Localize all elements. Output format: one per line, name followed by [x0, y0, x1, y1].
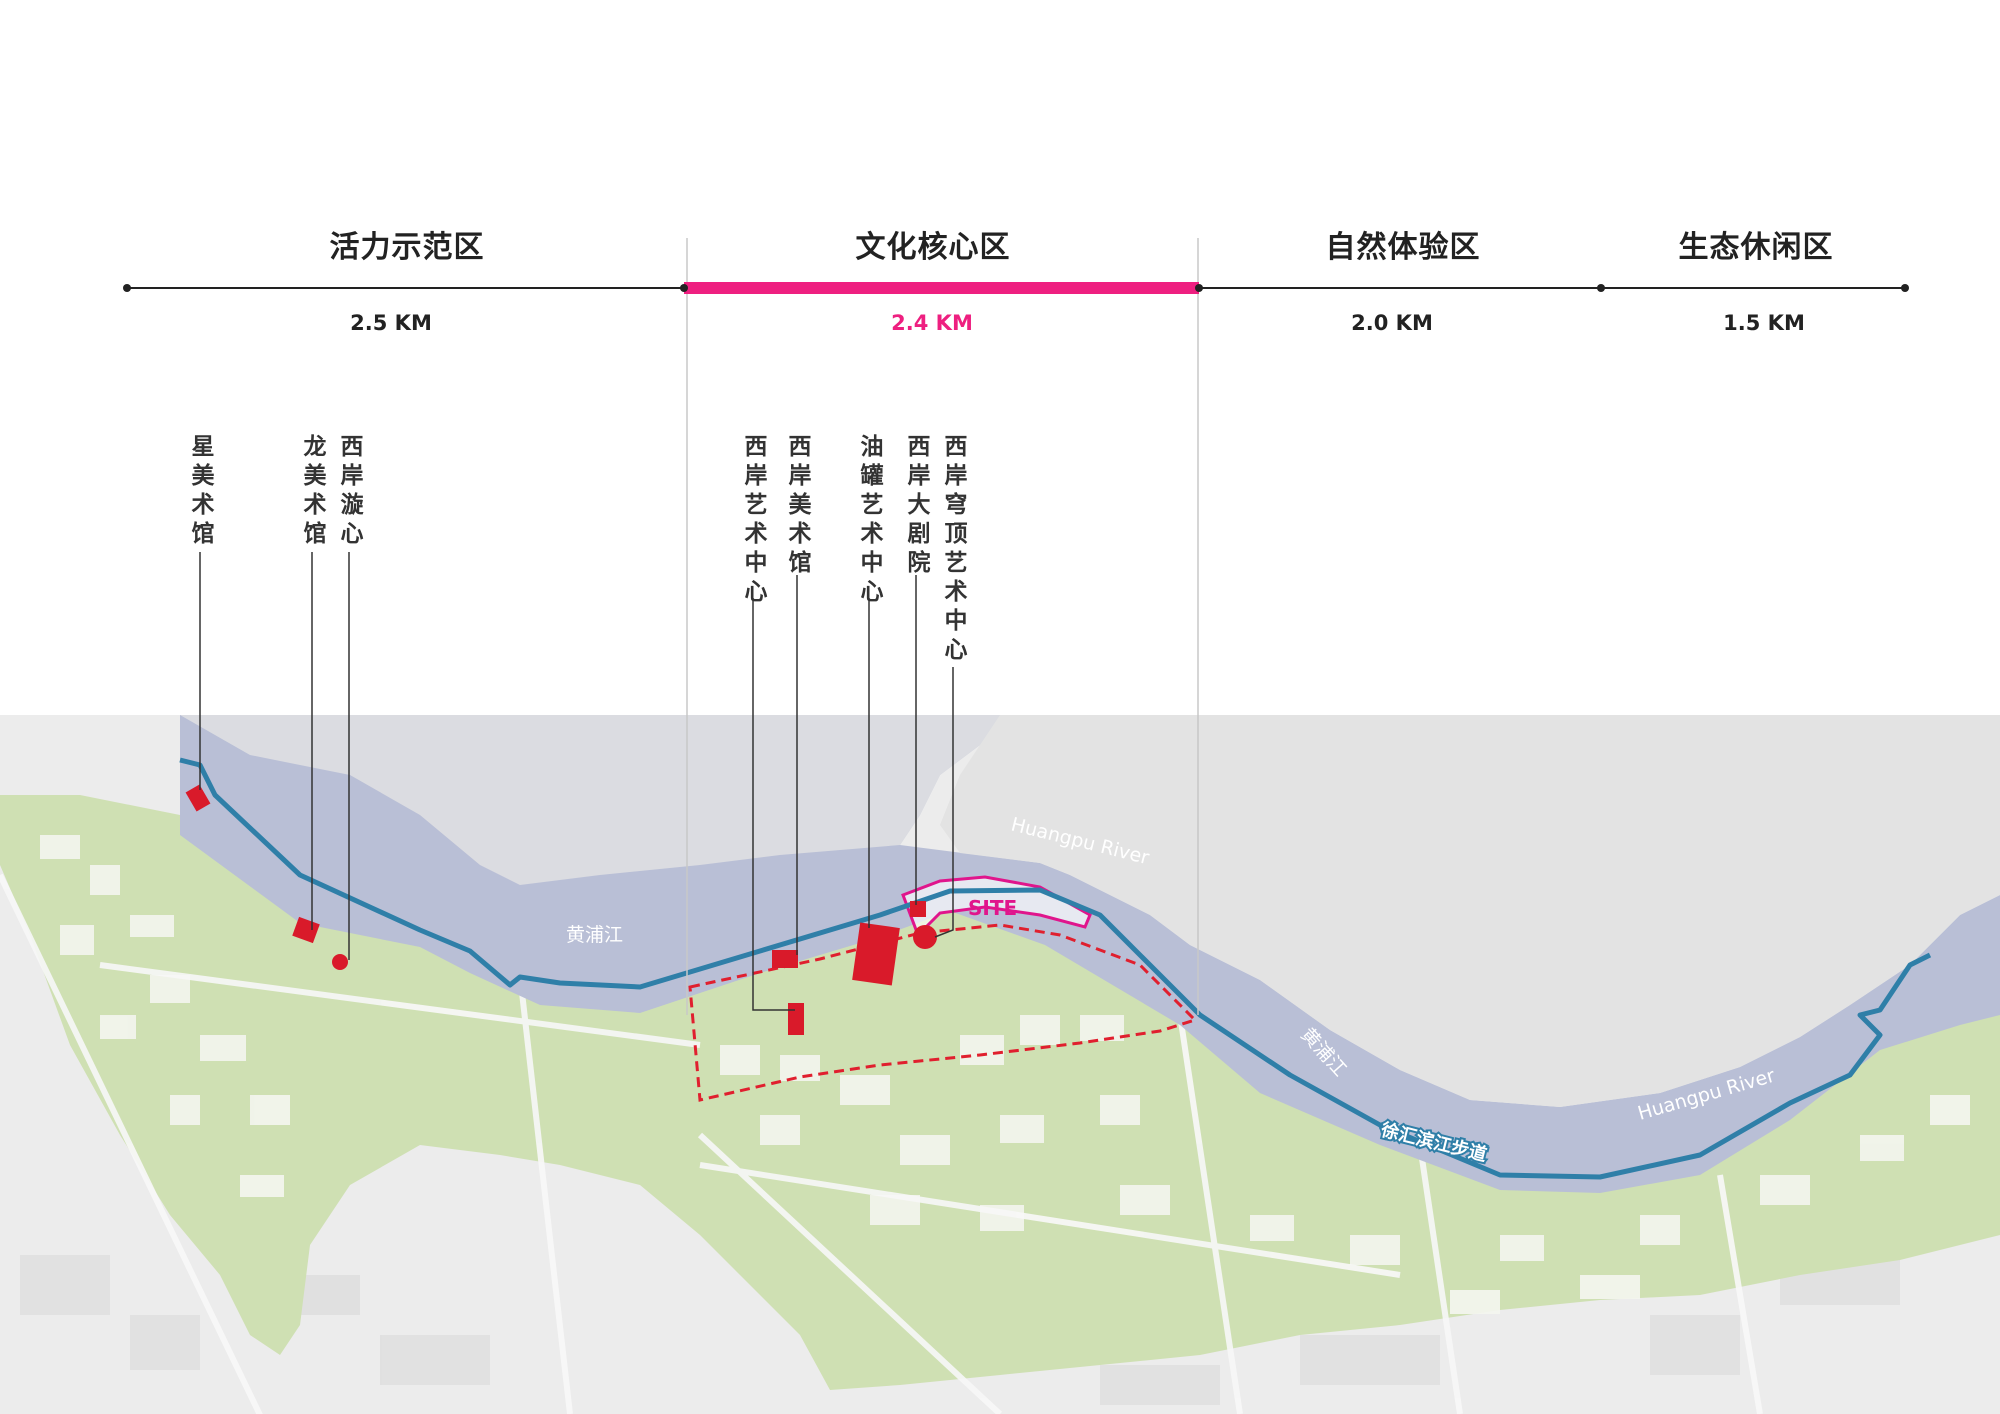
- leader-lines: [199, 552, 954, 1011]
- landmark-marker-tank-art-center: [852, 922, 900, 986]
- landmark-label-star-museum: 星美术馆: [187, 434, 213, 550]
- timeline-node-2: [1195, 284, 1203, 292]
- landmark-label-west-bund-art-center: 西岸艺术中心: [740, 434, 766, 608]
- landmark-markers: [185, 784, 937, 1035]
- north-bank-land-west: [180, 715, 1000, 885]
- promenade-line: [179, 757, 1932, 1180]
- river-label-huangpu-cn-1: 黄浦江: [566, 924, 623, 946]
- landmark-marker-star-museum: [185, 784, 211, 812]
- leader-line-west-bund-art-center: [752, 598, 795, 1011]
- landmark-label-tank-art-center: 油罐艺术中心: [856, 434, 882, 608]
- landmark-marker-west-bund-grand-theatre: [910, 901, 926, 917]
- zone-distance-vitality: 2.5 KM: [350, 311, 432, 335]
- landmark-label-long-museum: 龙美术馆: [299, 434, 325, 550]
- landmark-label-west-bund-grand-theatre: 西岸大剧院: [903, 434, 929, 579]
- timeline-node-start: [123, 284, 131, 292]
- landmark-label-west-bund-museum: 西岸美术馆: [784, 434, 810, 579]
- zone-distance-leisure: 1.5 KM: [1723, 311, 1805, 335]
- timeline-node-end: [1901, 284, 1909, 292]
- landmark-marker-west-bund-dream-center: [332, 954, 348, 970]
- timeline-node-1: [680, 284, 688, 292]
- landmark-marker-west-bund-art-center: [788, 1003, 804, 1035]
- north-bank-land: [940, 715, 2000, 1107]
- zone-title-nature: 自然体验区: [1325, 230, 1481, 265]
- leader-line-west-bund-dome-art-center: [934, 667, 954, 938]
- land-buildings: [40, 835, 1970, 1314]
- zone-title-culture-core: 文化核心区: [855, 230, 1011, 265]
- landmark-label-west-bund-dream-center: 西岸漩心: [336, 434, 362, 550]
- landmark-marker-west-bund-dome-art-center: [913, 925, 937, 949]
- zone-title-vitality: 活力示范区: [329, 230, 485, 265]
- landmark-marker-long-museum: [292, 916, 320, 944]
- zone-title-leisure: 生态休闲区: [1678, 230, 1834, 265]
- roads: [0, 873, 1763, 1414]
- site-map: Huangpu River 黄浦江 黄浦江 Huangpu River SITE…: [0, 715, 2000, 1414]
- landmark-label-west-bund-dome-art-center: 西岸穹顶艺术中心: [940, 434, 966, 666]
- zone-distance-culture-core: 2.4 KM: [891, 311, 973, 335]
- timeline-node-3: [1597, 284, 1605, 292]
- landmark-marker-west-bund-museum: [772, 950, 798, 968]
- zone-distance-nature: 2.0 KM: [1351, 311, 1433, 335]
- site-label: SITE: [968, 896, 1017, 920]
